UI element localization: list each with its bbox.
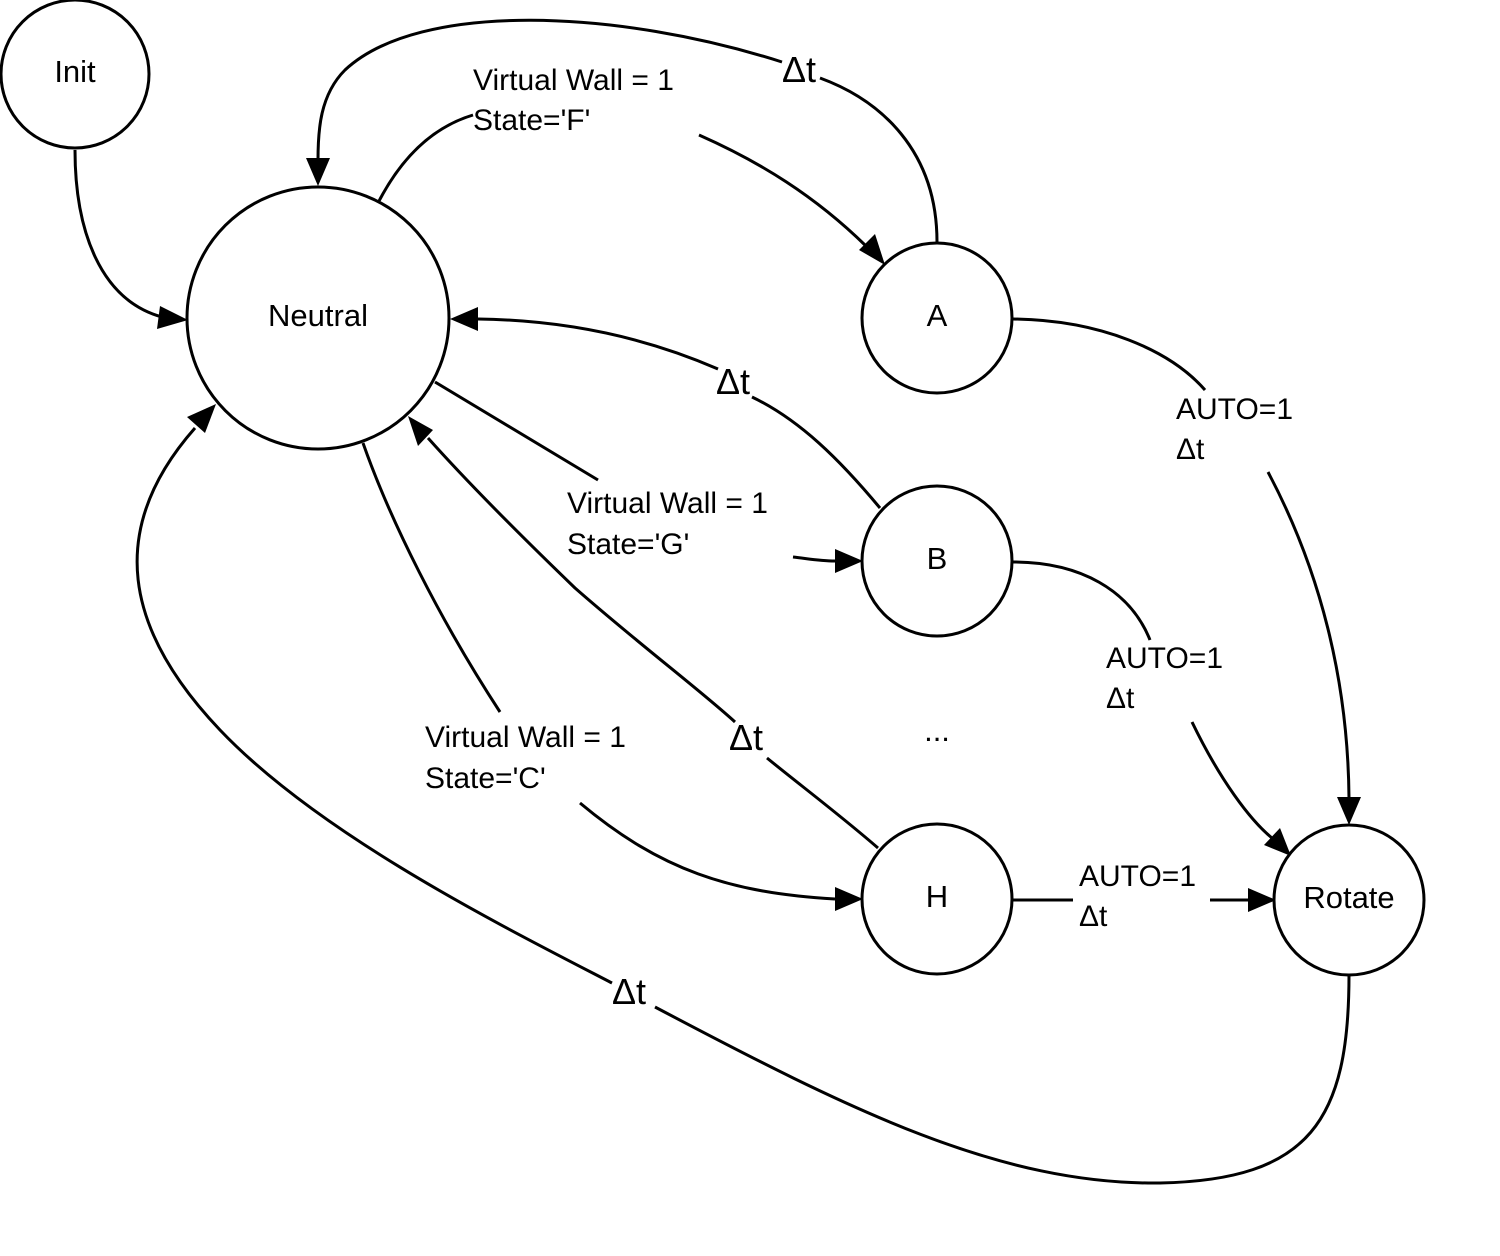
label-neutral-to-b-line2: State='G' [567, 528, 689, 561]
edge-b-to-rotate [1012, 560, 1152, 641]
node-b-label: B [927, 541, 948, 576]
edge-init-to-neutral [73, 149, 163, 319]
node-init[interactable]: Init [0, 0, 151, 150]
node-b[interactable]: B [860, 484, 1014, 638]
node-init-label: Init [54, 54, 96, 89]
label-b-to-rotate-line2: Δt [1106, 682, 1135, 715]
arrowhead-a-to-neutral [306, 158, 330, 186]
label-h-to-rotate-line1: AUTO=1 [1079, 860, 1196, 893]
edge-neutral-to-b [434, 380, 599, 482]
edge-a-to-neutral-2 [316, 18, 783, 161]
node-neutral-label: Neutral [268, 298, 368, 333]
arrowhead-b-to-rotate [1264, 828, 1291, 856]
node-rotate-circle [1272, 823, 1426, 977]
label-neutral-to-a-line2: State='F' [473, 104, 590, 137]
node-neutral-circle [185, 185, 451, 451]
label-neutral-to-b-line1: Virtual Wall = 1 [567, 487, 768, 520]
edge-h-to-neutral [766, 756, 879, 850]
label-b-to-rotate-line1: AUTO=1 [1106, 642, 1223, 675]
edge-neutral-to-a [376, 113, 474, 204]
edge-rotate-to-neutral [654, 974, 1351, 1185]
edge-neutral-to-h [361, 442, 502, 713]
arrowhead-init-to-neutral [157, 306, 188, 329]
label-a-to-rotate-line1: AUTO=1 [1176, 393, 1293, 426]
arrowhead-h-to-rotate [1248, 888, 1276, 912]
edge-neutral-to-a-2 [698, 133, 868, 248]
label-neutral-to-h-line2: State='C' [425, 762, 546, 795]
node-neutral[interactable]: Neutral [185, 185, 451, 451]
arrowhead-neutral-to-b [835, 549, 863, 573]
label-a-to-neutral: Δt [782, 49, 816, 90]
edge-rotate-to-neutral-2 [135, 427, 613, 985]
label-h-to-neutral: Δt [729, 717, 763, 758]
node-a-label: A [927, 298, 948, 333]
arrowhead-neutral-to-a [859, 234, 885, 265]
label-neutral-to-a-line1: Virtual Wall = 1 [473, 64, 674, 97]
node-h-circle [860, 822, 1014, 976]
edge-neutral-to-b-2 [792, 555, 836, 563]
label-neutral-to-h-line1: Virtual Wall = 1 [425, 721, 626, 754]
node-a[interactable]: A [860, 241, 1014, 395]
label-h-to-rotate-line2: Δt [1079, 900, 1108, 933]
arrowhead-a-to-rotate [1337, 797, 1361, 825]
node-b-circle [860, 484, 1014, 638]
label-a-to-rotate-line2: Δt [1176, 433, 1205, 466]
edge-b-to-neutral-2 [477, 317, 719, 371]
edge-a-to-neutral [819, 76, 939, 243]
node-a-circle [860, 241, 1014, 395]
edge-a-to-rotate-2 [1266, 471, 1351, 799]
node-init-circle [0, 0, 151, 150]
node-rotate[interactable]: Rotate [1272, 823, 1426, 977]
edge-b-to-neutral [751, 395, 882, 509]
edge-h-to-neutral-2 [426, 437, 737, 724]
arrowhead-neutral-to-h [835, 887, 863, 911]
label-b-to-neutral: Δt [716, 361, 750, 402]
arrowhead-rotate-to-neutral [187, 404, 216, 433]
edge-b-to-rotate-2 [1190, 721, 1273, 840]
arrowhead-b-to-neutral [450, 307, 478, 331]
label-rotate-to-neutral: Δt [612, 971, 646, 1012]
ellipsis-more-states: ... [924, 713, 950, 748]
arrowhead-h-to-neutral [408, 416, 433, 446]
edge-a-to-rotate [1012, 317, 1207, 391]
node-rotate-label: Rotate [1303, 880, 1394, 915]
edge-neutral-to-h-2 [579, 801, 836, 901]
node-h-label: H [926, 879, 948, 914]
node-h[interactable]: H [860, 822, 1014, 976]
